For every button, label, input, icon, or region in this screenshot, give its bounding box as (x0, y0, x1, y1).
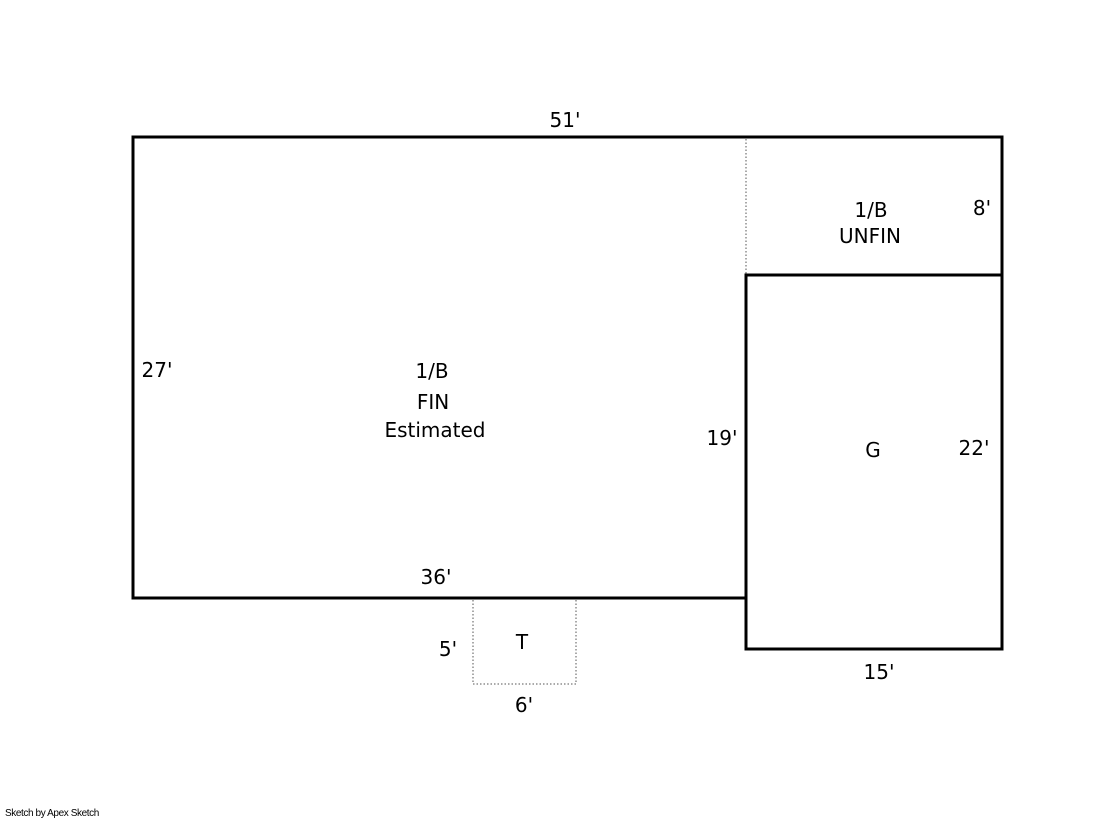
unfin-area-label-type: UNFIN (839, 224, 901, 248)
fin-area-label-note: Estimated (384, 418, 485, 442)
dim-bottom-fin: 36' (421, 565, 452, 589)
garage-area-label: G (865, 438, 881, 462)
dim-garage-inner-height: 19' (707, 426, 738, 450)
main-outline-wall (131, 135, 1004, 651)
sketch-credit: Sketch by Apex Sketch (5, 808, 99, 819)
dim-top-width: 51' (550, 108, 581, 132)
fin-area-label-type: FIN (417, 390, 449, 414)
fin-area-label-level: 1/B (415, 359, 448, 383)
dim-terrace-depth: 5' (439, 637, 457, 661)
dim-unfin-height: 8' (973, 196, 991, 220)
terrace-outline (472, 600, 577, 685)
dim-garage-right-height: 22' (959, 436, 990, 460)
dim-terrace-width: 6' (515, 693, 533, 717)
unfin-area-label-level: 1/B (854, 198, 887, 222)
dim-garage-width: 15' (864, 660, 895, 684)
terrace-area-label: T (515, 630, 529, 654)
dim-left-height: 27' (142, 358, 173, 382)
